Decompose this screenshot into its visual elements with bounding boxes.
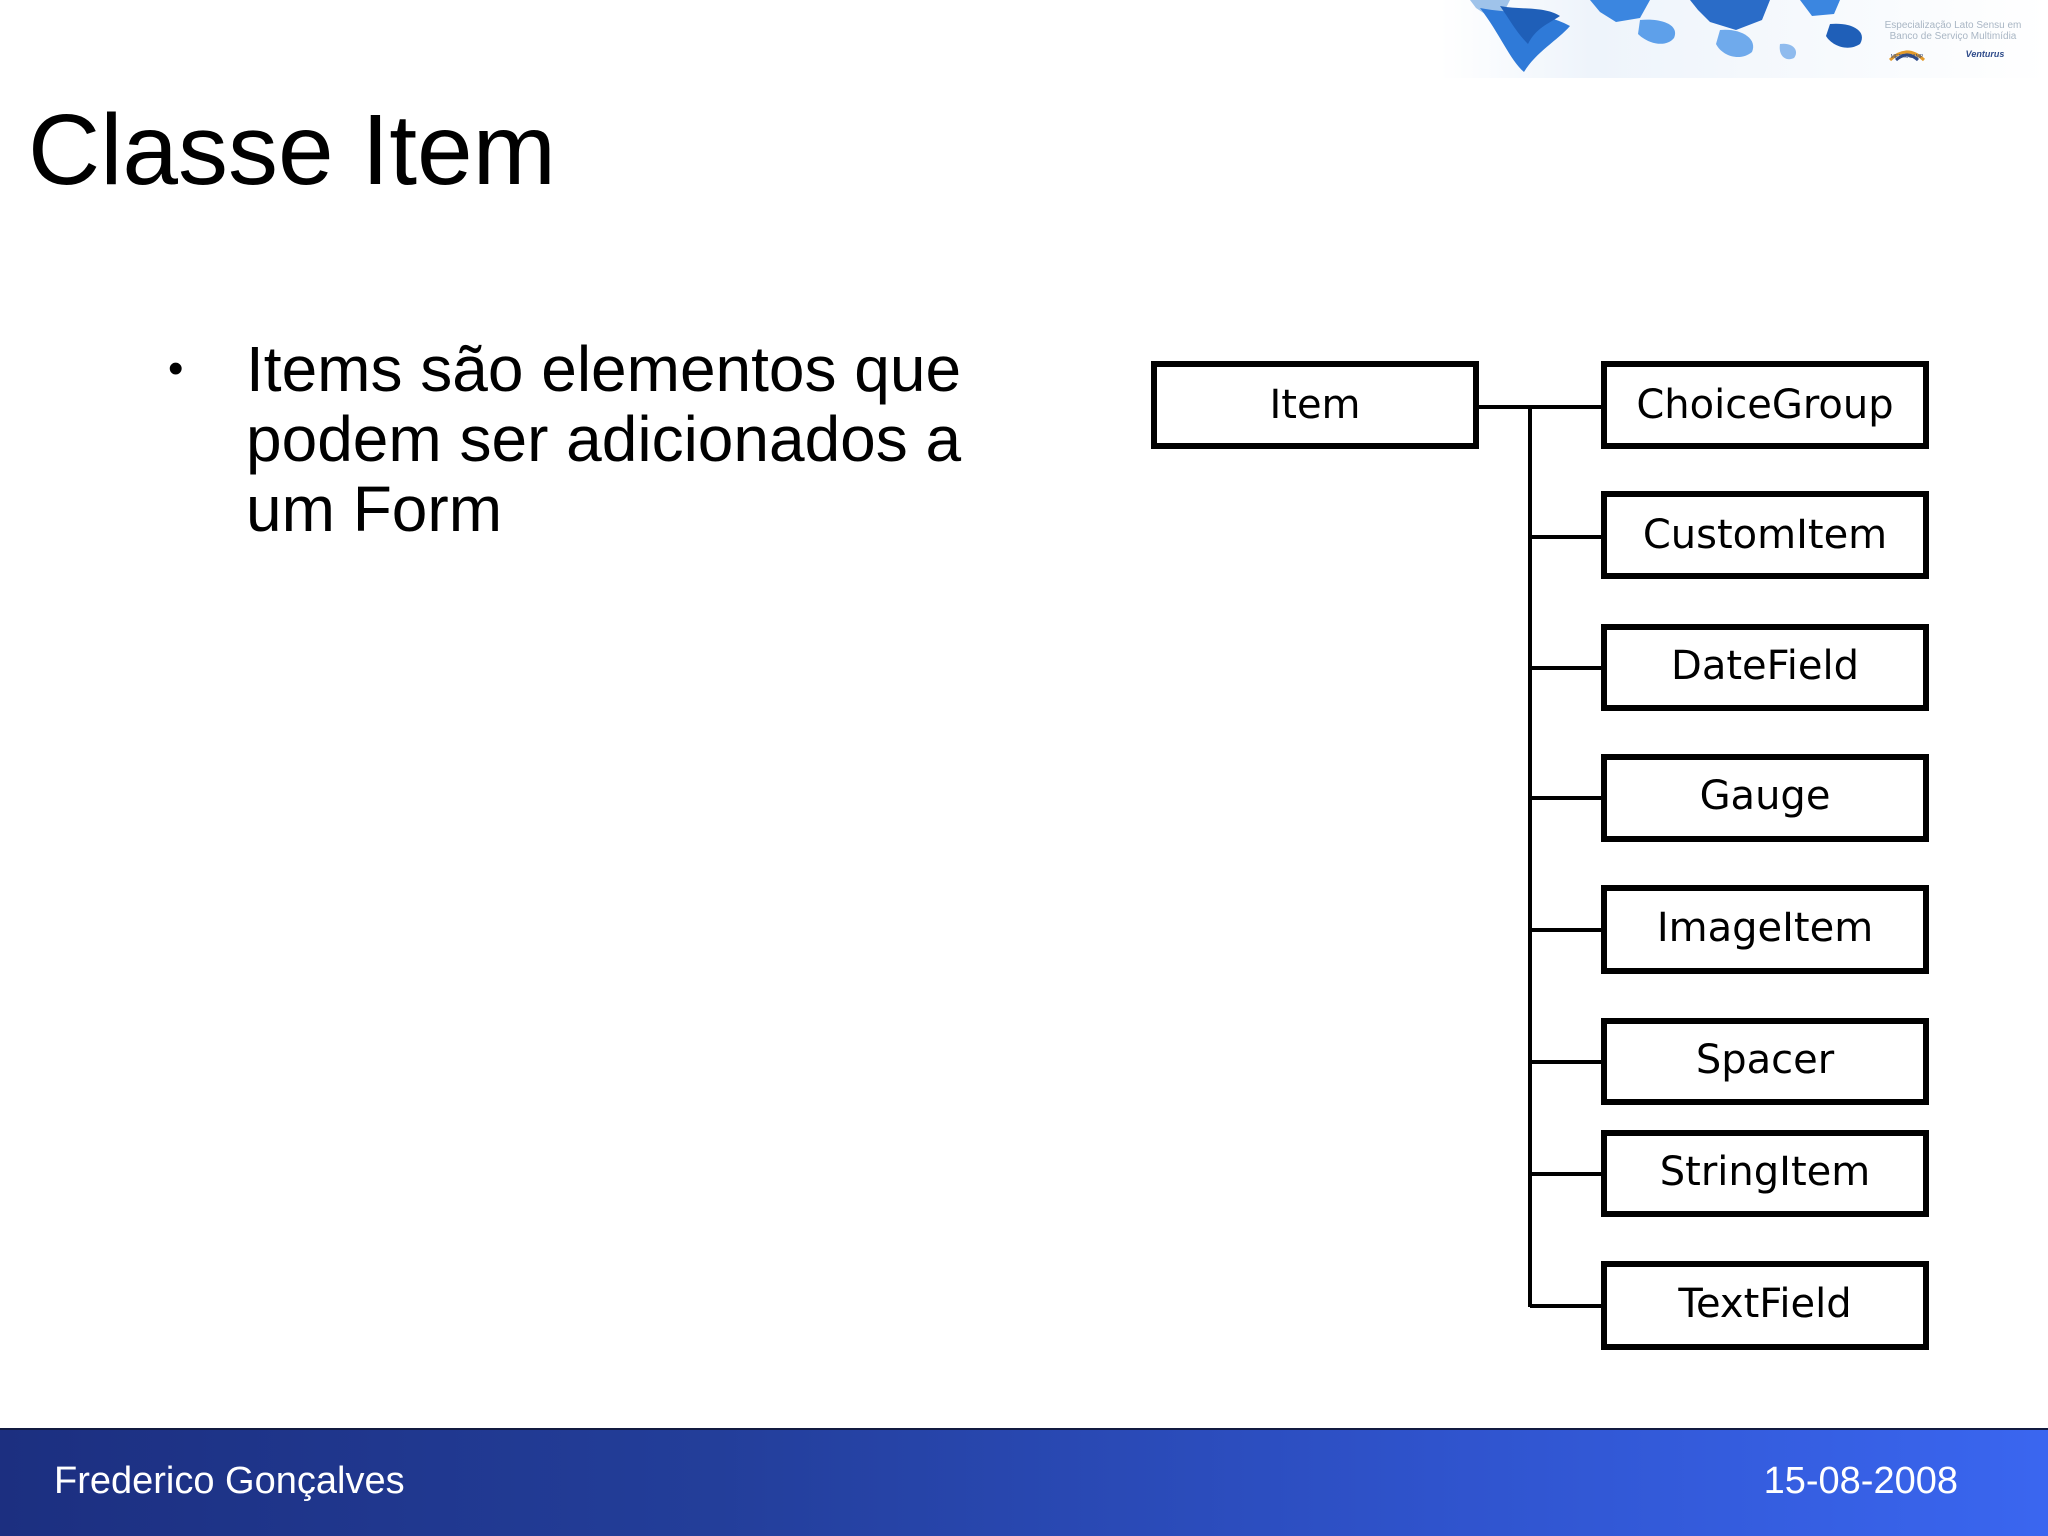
diagram-node-child-label: Gauge <box>1700 773 1831 819</box>
footer-bar: Frederico Gonçalves 15-08-2008 <box>0 1428 2048 1536</box>
diagram-node-child-label: StringItem <box>1660 1149 1870 1195</box>
diagram-node-child: StringItem <box>1530 1130 1929 1217</box>
footer-date: 15-08-2008 <box>1763 1460 1958 1502</box>
diagram-node-child-label: TextField <box>1677 1281 1851 1327</box>
venturus-logo-label: Venturus <box>1965 49 2005 59</box>
diagram-node-child: CustomItem <box>1530 491 1929 579</box>
diagram-node-child-label: DateField <box>1671 643 1859 689</box>
world-map-banner <box>1440 0 2048 78</box>
diagram-node-child-label: ImageItem <box>1657 905 1873 951</box>
diagram-node-child: Spacer <box>1530 1018 1929 1105</box>
diagram-node-root-label: Item <box>1269 382 1360 428</box>
metrocamp-logo-icon <box>1888 50 1926 62</box>
class-hierarchy-diagram: Item ChoiceGroup CustomItem DateField Ga… <box>1151 361 1929 1350</box>
page-title: Classe Item <box>28 94 556 206</box>
bullet-text: Items são elementos que podem ser adicio… <box>246 333 962 545</box>
diagram-node-child: TextField <box>1530 1261 1929 1350</box>
diagram-node-child: DateField <box>1530 624 1929 711</box>
diagram-node-child: ChoiceGroup <box>1530 361 1929 449</box>
diagram-node-child-label: ChoiceGroup <box>1636 382 1893 428</box>
bullet-list: • Items são elementos que podem ser adic… <box>168 334 1068 544</box>
diagram-node-child-label: CustomItem <box>1643 512 1887 558</box>
diagram-node-child-label: Spacer <box>1696 1037 1835 1083</box>
footer-author: Frederico Gonçalves <box>54 1460 405 1502</box>
diagram-node-child: Gauge <box>1530 754 1929 842</box>
banner-caption: Especialização Lato Sensu em Banco de Se… <box>1884 20 2022 42</box>
diagram-node-root: Item <box>1151 361 1479 449</box>
metrocamp-logo-label: METROCAMP <box>1890 54 1924 60</box>
bullet-item: • Items são elementos que podem ser adic… <box>168 334 1068 544</box>
bullet-marker: • <box>168 344 184 393</box>
diagram-node-child: ImageItem <box>1530 885 1929 974</box>
